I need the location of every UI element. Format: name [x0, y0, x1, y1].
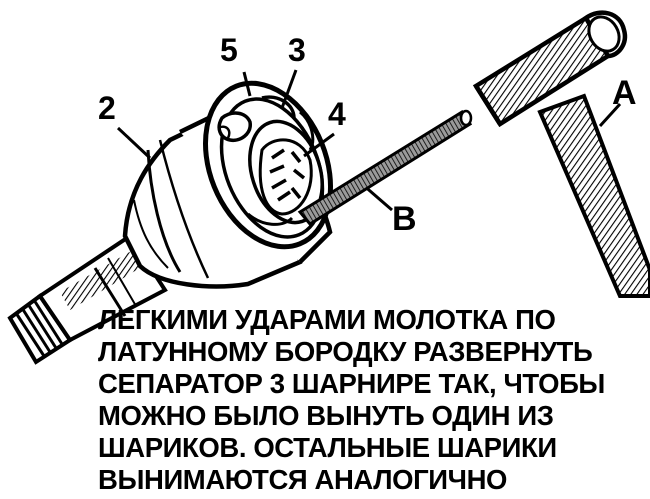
- callout-hammer: A: [612, 74, 637, 112]
- caption-line: ШАРИКОВ. ОСТАЛЬНЫЕ ШАРИКИ: [98, 432, 557, 463]
- callout-ball: 4: [328, 96, 346, 132]
- caption-line: ВЫНИМАЮТСЯ АНАЛОГИЧНО: [98, 464, 508, 495]
- callout-inner-race: 5: [220, 32, 238, 68]
- caption: ЛЕГКИМИ УДАРАМИ МОЛОТКА ПО ЛАТУННОМУ БОР…: [98, 304, 646, 496]
- callout-joint-housing: 2: [98, 90, 116, 126]
- callout-leaders: [116, 69, 622, 212]
- caption-line: СЕПАРАТОР 3 ШАРНИРЕ ТАК, ЧТОБЫ: [98, 368, 605, 399]
- joint-housing: [122, 80, 333, 289]
- caption-line: ЛЕГКИМИ УДАРАМИ МОЛОТКА ПО: [98, 304, 556, 335]
- callout-drift: B: [392, 200, 417, 238]
- caption-line: МОЖНО БЫЛО ВЫНУТЬ ОДИН ИЗ: [98, 400, 554, 431]
- callout-cage: 3: [288, 32, 306, 68]
- threaded-shaft: [7, 233, 168, 365]
- brass-drift: [297, 109, 473, 226]
- hammer: [472, 10, 650, 298]
- caption-line: ЛАТУННОМУ БОРОДКУ РАЗВЕРНУТЬ: [98, 336, 593, 367]
